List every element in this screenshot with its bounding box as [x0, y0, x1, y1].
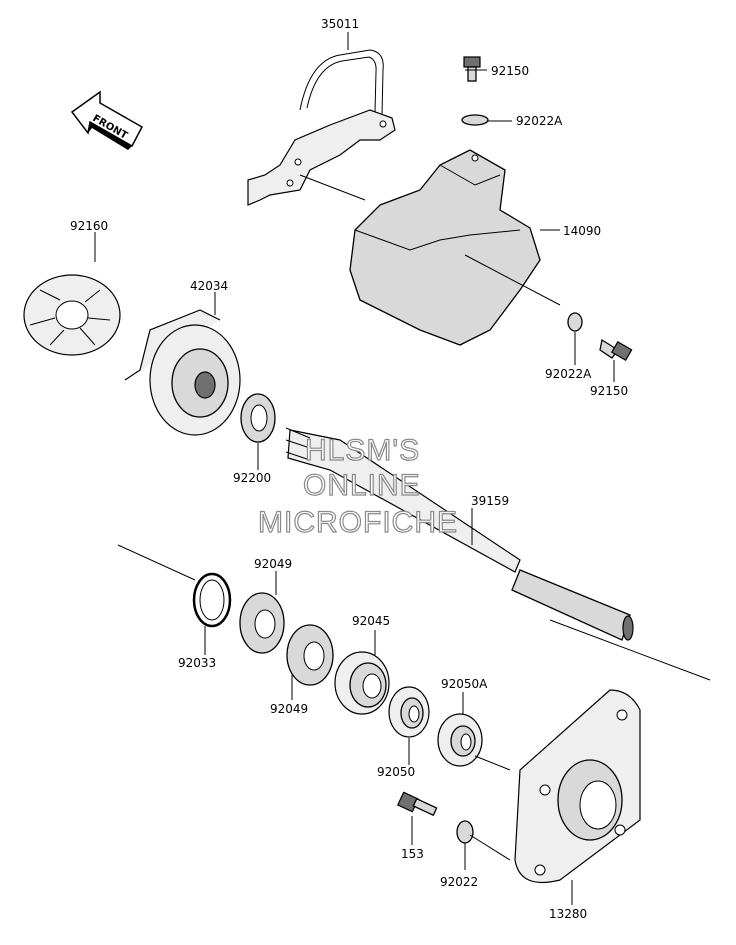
part-label: 92049 — [254, 557, 292, 571]
washer-icon — [456, 820, 474, 844]
part-label: 42034 — [190, 279, 228, 293]
part-label: 92160 — [70, 219, 108, 233]
bearing-icon — [334, 651, 390, 715]
part-label: 92150 — [491, 64, 529, 78]
watermark-line2: ONLINE — [303, 469, 421, 502]
part-label: 92200 — [233, 471, 271, 485]
front-arrow-icon: FRONT — [70, 90, 144, 150]
watermark-line1: HLSM'S — [305, 434, 420, 467]
part-label: 14090 — [563, 224, 601, 238]
bearing-icon — [388, 686, 430, 738]
cover-icon — [349, 149, 541, 346]
bolt-icon — [396, 791, 438, 817]
watermark-line3: MICROFICHE — [258, 506, 458, 539]
part-labels: 35011 92150 92022A 14090 92022A 92150 92… — [70, 17, 628, 921]
part-label: 92050 — [377, 765, 415, 779]
washer-icon — [461, 114, 489, 126]
oil-seal-icon — [286, 624, 334, 686]
part-label: 35011 — [321, 17, 359, 31]
part-label: 92050A — [441, 677, 488, 691]
washer-icon — [240, 393, 276, 443]
coupling-icon — [124, 309, 241, 436]
part-label: 92022A — [545, 367, 592, 381]
part-label: 13280 — [549, 907, 587, 921]
washer-icon — [567, 312, 583, 332]
part-label: 92022 — [440, 875, 478, 889]
part-label: 92150 — [590, 384, 628, 398]
part-label: 92022A — [516, 114, 563, 128]
circlip-icon — [192, 572, 232, 628]
rubber-damper-icon — [23, 274, 121, 356]
bracket-icon — [247, 49, 396, 206]
bolt-icon — [463, 56, 481, 82]
part-label: 92049 — [270, 702, 308, 716]
part-label: 39159 — [471, 494, 509, 508]
part-label: 153 — [401, 847, 424, 861]
bolt-icon — [599, 338, 633, 362]
watermark: HLSM'S ONLINE MICROFICHE — [257, 433, 458, 539]
leader-lines — [94, 32, 615, 905]
drive-shaft-icon — [285, 427, 634, 641]
part-label: 92033 — [178, 656, 216, 670]
bearing-icon — [437, 713, 483, 767]
part-label: 92045 — [352, 614, 390, 628]
axis-line — [117, 544, 711, 681]
housing-icon — [514, 689, 641, 884]
oil-seal-icon — [239, 592, 285, 654]
